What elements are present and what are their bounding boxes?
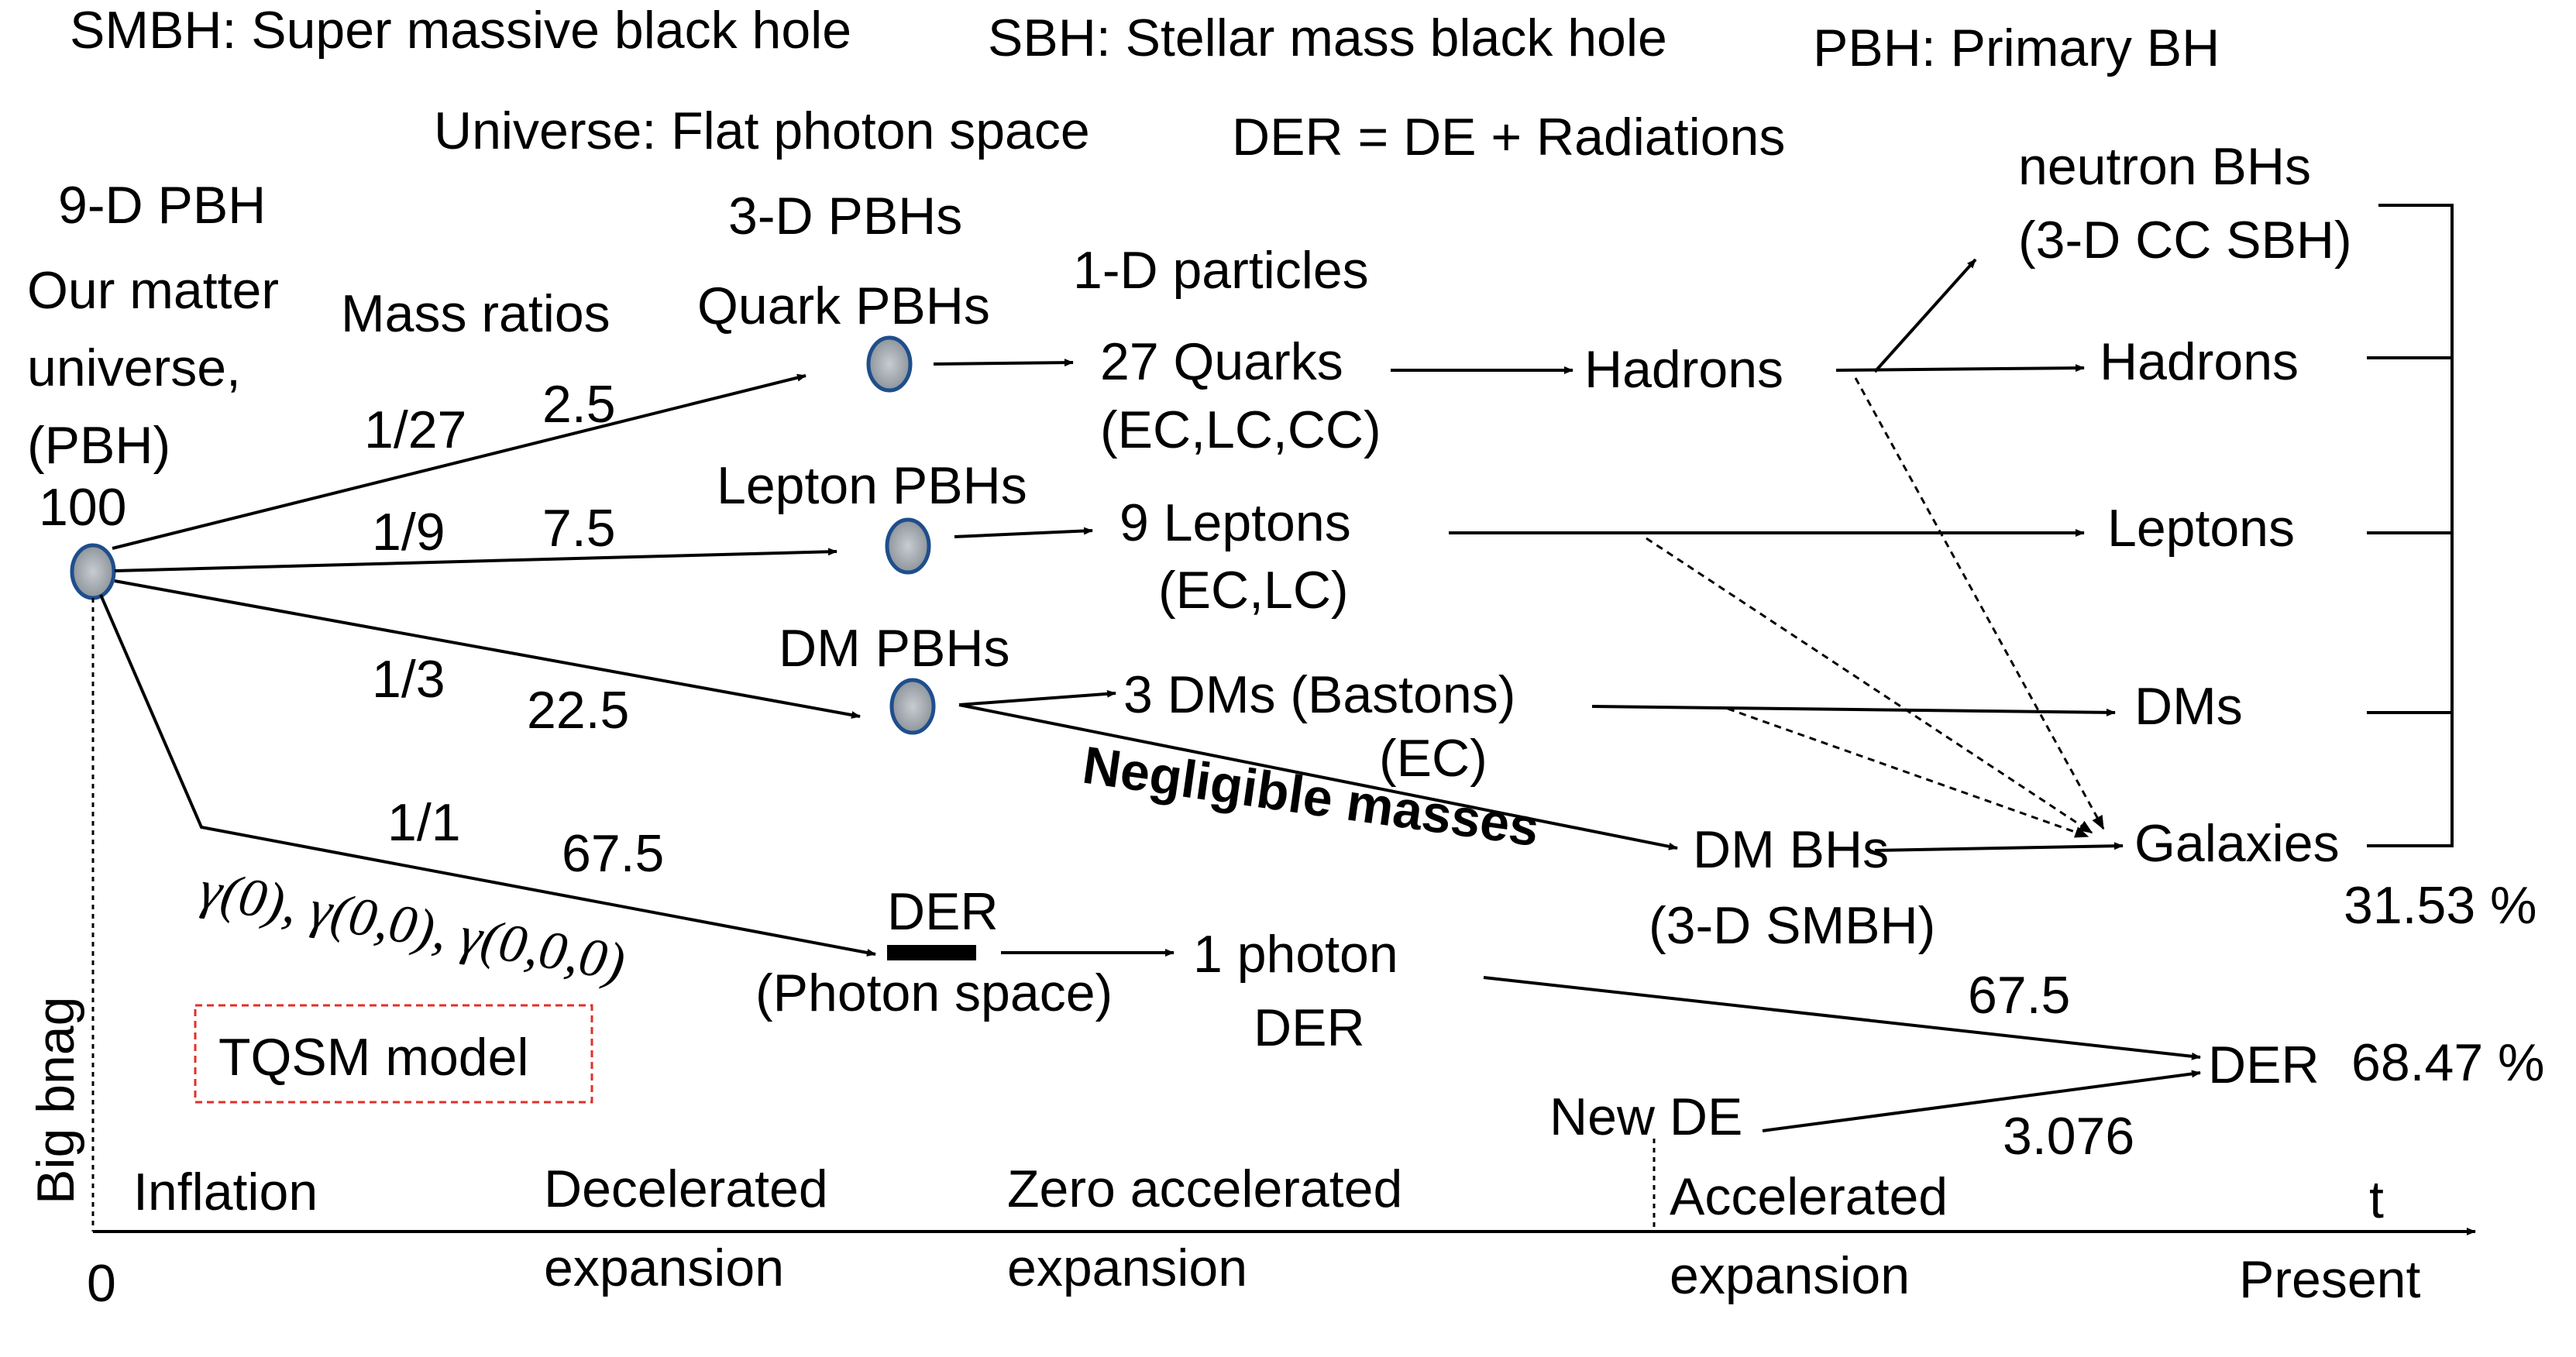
right-dms-label: DMs xyxy=(2134,677,2243,736)
model-box xyxy=(194,1004,593,1104)
quark-ratio: 1/27 xyxy=(364,400,466,459)
quarks-sub: (EC,LC,CC) xyxy=(1100,400,1381,459)
origin-our-matter: Our matter xyxy=(27,261,279,320)
dm-bhs-label: DM BHs xyxy=(1693,820,1889,879)
dm-bhs-sub: (3-D SMBH) xyxy=(1649,896,1935,955)
dms-sub: (EC) xyxy=(1379,729,1487,788)
legend-universe: Universe: Flat photon space xyxy=(434,101,1090,160)
arrow-dms-to-dms xyxy=(1591,705,2116,716)
matter-bracket xyxy=(2367,204,2454,847)
quark-pbh-node xyxy=(866,335,913,393)
legend-sbh: SBH: Stellar mass black hole xyxy=(988,9,1667,67)
arrow-origin-to-lepton xyxy=(114,548,837,572)
epoch-zero-accelerated-1: Zero accelerated xyxy=(1007,1159,1402,1218)
arrow-hadrons-to-neutron-bhs xyxy=(1873,258,1977,373)
origin-9d-pbh: 9-D PBH xyxy=(58,176,266,235)
dms-label: 3 DMs (Bastons) xyxy=(1123,665,1515,724)
arrow-origin-to-quark xyxy=(112,373,807,550)
big-bang-label: Big bnag xyxy=(26,997,85,1204)
arrow-dm-pbh-to-dms xyxy=(958,689,1116,706)
dashed-leptons-to-galaxies xyxy=(1646,537,2093,834)
der-label: DER xyxy=(887,882,999,941)
der-input-bottom-value: 3.076 xyxy=(2003,1107,2134,1166)
dashed-dms-to-galaxies xyxy=(1727,707,2089,838)
legend-pbh: PBH: Primary BH xyxy=(1813,19,2220,77)
legend-smbh: SMBH: Super massive black hole xyxy=(70,1,851,60)
der-bar xyxy=(887,945,976,960)
dm-pbh-label: DM PBHs xyxy=(779,619,1009,678)
origin-pbh-node xyxy=(70,543,116,600)
mid-hadrons-label: Hadrons xyxy=(1584,340,1783,399)
epoch-inflation: Inflation xyxy=(133,1163,318,1221)
mass-ratios-label: Mass ratios xyxy=(341,284,610,343)
lepton-mass: 7.5 xyxy=(542,499,616,558)
time-axis-label: t xyxy=(2369,1170,2384,1229)
arrow-quark-pbh-to-quarks xyxy=(933,359,1074,367)
dm-mass: 22.5 xyxy=(527,681,629,740)
new-de-label: New DE xyxy=(1549,1087,1742,1146)
arrow-hadrons-to-hadrons xyxy=(1835,364,2085,373)
epoch-decelerated-2: expansion xyxy=(544,1238,784,1297)
dashed-hadrons-to-galaxies xyxy=(1854,377,2105,830)
neutron-bhs-sub: (3-D CC SBH) xyxy=(2018,211,2352,270)
galaxies-label: Galaxies xyxy=(2134,814,2340,873)
arrow-origin-to-der xyxy=(99,594,876,957)
neutron-bhs-label: neutron BHs xyxy=(2018,137,2311,196)
epoch-accelerated-1: Accelerated xyxy=(1670,1167,1948,1226)
arrow-dm-pbh-to-dm-bhs xyxy=(958,703,1678,850)
photon-der-line1: 1 photon xyxy=(1193,925,1398,984)
epoch-decelerated-1: Decelerated xyxy=(544,1159,828,1218)
photon-mass: 67.5 xyxy=(562,824,664,883)
legend-der-definition: DER = DE + Radiations xyxy=(1232,108,1785,167)
particles-header: 1-D particles xyxy=(1073,241,1369,300)
pbh-3d-label: 3-D PBHs xyxy=(728,187,962,246)
quarks-label: 27 Quarks xyxy=(1100,332,1343,391)
origin-value: 100 xyxy=(39,478,126,537)
arrow-lepton-pbh-to-leptons xyxy=(954,527,1093,538)
arrow-photon-to-der xyxy=(1483,976,2201,1060)
photon-ratio: 1/1 xyxy=(387,793,461,852)
lepton-ratio: 1/9 xyxy=(372,503,445,562)
der-input-top-value: 67.5 xyxy=(1968,966,2070,1025)
epoch-zero-accelerated-2: expansion xyxy=(1007,1238,1247,1297)
der-percentage: 68.47 % xyxy=(2351,1033,2545,1092)
lepton-pbh-node xyxy=(885,517,931,575)
dm-ratio: 1/3 xyxy=(372,650,445,709)
origin-pbh: (PBH) xyxy=(27,416,170,475)
der-final-label: DER xyxy=(2208,1036,2320,1094)
leptons-sub: (EC,LC) xyxy=(1158,561,1349,620)
time-zero-label: 0 xyxy=(87,1254,116,1313)
right-hadrons-label: Hadrons xyxy=(2100,332,2299,391)
leptons-label: 9 Leptons xyxy=(1119,493,1351,552)
quark-pbh-label: Quark PBHs xyxy=(697,277,990,335)
arrow-origin-to-dm xyxy=(114,579,861,719)
lepton-pbh-label: Lepton PBHs xyxy=(717,456,1027,515)
dm-pbh-node xyxy=(889,678,936,735)
photon-space-label: (Photon space) xyxy=(755,964,1113,1022)
matter-percentage: 31.53 % xyxy=(2344,876,2537,935)
right-leptons-label: Leptons xyxy=(2107,499,2295,558)
quark-mass: 2.5 xyxy=(542,375,616,434)
present-label: Present xyxy=(2239,1250,2420,1309)
arrow-new-de-to-der xyxy=(1762,1070,2201,1132)
epoch-accelerated-2: expansion xyxy=(1670,1246,1910,1305)
model-box-label: TQSM model xyxy=(218,1028,529,1087)
origin-universe: universe, xyxy=(27,338,241,397)
arrow-dm-bhs-to-galaxies xyxy=(1874,842,2124,852)
photon-der-line2: DER xyxy=(1254,998,1365,1057)
